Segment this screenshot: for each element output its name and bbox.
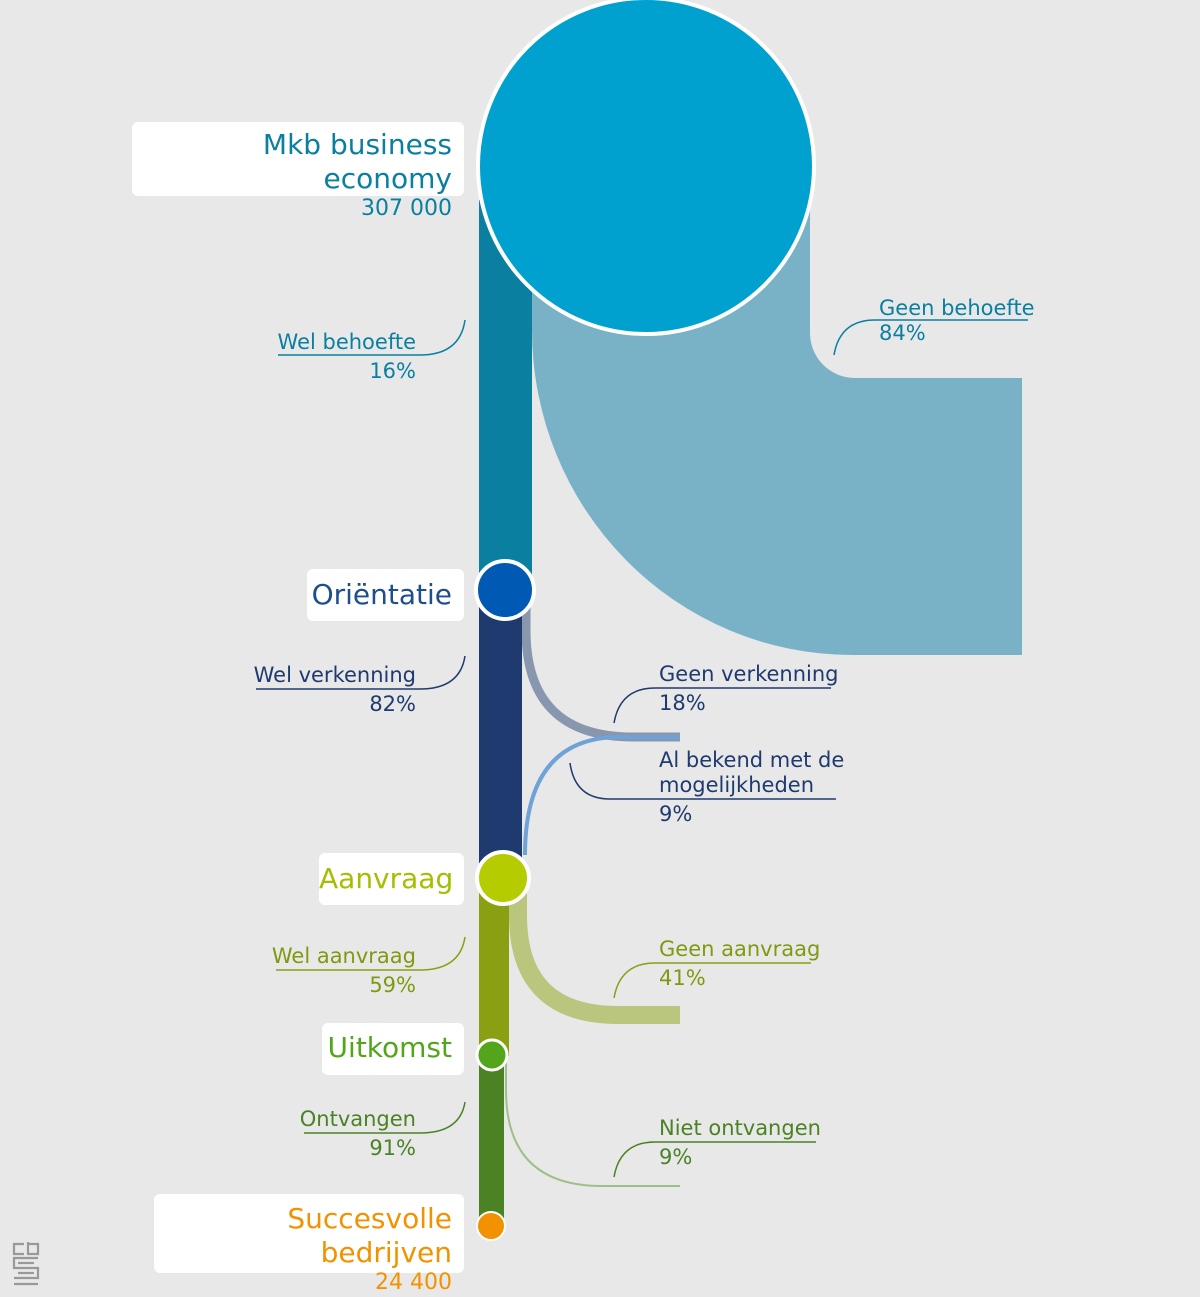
label-wel-verkenning: Wel verkenning 82% xyxy=(254,663,416,717)
stage-start-box: Mkb business economy 307 000 xyxy=(132,122,464,221)
label-niet-ontvangen-text: Niet ontvangen xyxy=(659,1116,821,1140)
cbs-logo-icon xyxy=(12,1242,40,1286)
label-wel-verkenning-pct: 82% xyxy=(369,692,416,716)
label-ontvangen: Ontvangen 91% xyxy=(300,1107,416,1161)
stage-aanvraag-title: Aanvraag xyxy=(319,862,454,895)
node-uitkomst xyxy=(475,1038,509,1072)
label-geen-behoefte-text: Geen behoefte xyxy=(879,296,1035,320)
label-ontvangen-text: Ontvangen xyxy=(299,1107,416,1131)
label-geen-aanvraag: Geen aanvraag 41% xyxy=(659,937,820,991)
leader-niet-ontvangen xyxy=(613,1141,816,1178)
stage-end-box: Succesvolle bedrijven 24 400 xyxy=(154,1194,464,1295)
label-geen-verkenning-pct: 18% xyxy=(659,691,706,715)
stage-end-value: 24 400 xyxy=(375,1270,452,1295)
flow-geen-aanvraag xyxy=(509,880,680,1024)
label-wel-aanvraag: Wel aanvraag 59% xyxy=(272,944,416,998)
label-niet-ontvangen-pct: 9% xyxy=(659,1145,693,1169)
flow-geen-verkenning xyxy=(521,600,680,742)
leader-wel-aanvraag xyxy=(276,936,466,971)
label-al-bekend-line1: Al bekend met de xyxy=(659,748,845,772)
stage-orientatie-title: Oriëntatie xyxy=(311,578,452,611)
label-geen-aanvraag-pct: 41% xyxy=(659,966,706,990)
stage-aanvraag-box: Aanvraag xyxy=(319,853,464,905)
leader-wel-behoefte xyxy=(278,319,466,356)
label-wel-behoefte: Wel behoefte 16% xyxy=(278,330,416,384)
label-geen-behoefte-pct: 84% xyxy=(879,321,926,345)
label-wel-behoefte-pct: 16% xyxy=(369,359,416,383)
label-al-bekend-pct: 9% xyxy=(659,802,693,826)
label-wel-aanvraag-pct: 59% xyxy=(369,973,416,997)
node-aanvraag xyxy=(475,850,531,906)
node-end xyxy=(476,1211,506,1241)
label-geen-verkenning: Geen verkenning 18% xyxy=(659,662,839,716)
flow-ontvangen xyxy=(479,1056,504,1226)
leader-ontvangen xyxy=(304,1101,466,1134)
label-al-bekend: Al bekend met de mogelijkheden 9% xyxy=(659,748,844,827)
leader-geen-behoefte xyxy=(833,319,1028,356)
leader-wel-verkenning xyxy=(256,655,466,690)
node-orientatie xyxy=(474,559,536,621)
label-geen-aanvraag-text: Geen aanvraag xyxy=(659,937,821,961)
stage-end-title: Succesvolle bedrijven xyxy=(287,1202,452,1269)
label-geen-verkenning-text: Geen verkenning xyxy=(659,662,839,686)
label-geen-behoefte: Geen behoefte 84% xyxy=(879,296,1035,346)
node-start xyxy=(476,0,816,336)
label-wel-behoefte-text: Wel behoefte xyxy=(277,330,416,354)
label-niet-ontvangen: Niet ontvangen 9% xyxy=(659,1116,821,1170)
label-ontvangen-pct: 91% xyxy=(369,1136,416,1160)
flow-niet-ontvangen xyxy=(505,1056,680,1187)
stage-start-title: Mkb business economy xyxy=(262,128,452,195)
stage-uitkomst-title: Uitkomst xyxy=(327,1031,452,1064)
leader-geen-verkenning xyxy=(613,687,831,724)
flow-wel-aanvraag xyxy=(479,880,509,1056)
leader-al-bekend xyxy=(569,762,836,800)
label-wel-verkenning-text: Wel verkenning xyxy=(253,663,416,687)
stage-orientatie-box: Oriëntatie xyxy=(307,569,464,621)
flow-wel-verkenning xyxy=(479,592,522,880)
label-wel-aanvraag-text: Wel aanvraag xyxy=(271,944,416,968)
stage-start-value: 307 000 xyxy=(361,196,452,221)
stage-uitkomst-box: Uitkomst xyxy=(322,1023,464,1075)
flow-al-bekend xyxy=(523,735,680,856)
label-al-bekend-line2: mogelijkheden xyxy=(659,773,815,797)
leader-geen-aanvraag xyxy=(613,962,811,999)
